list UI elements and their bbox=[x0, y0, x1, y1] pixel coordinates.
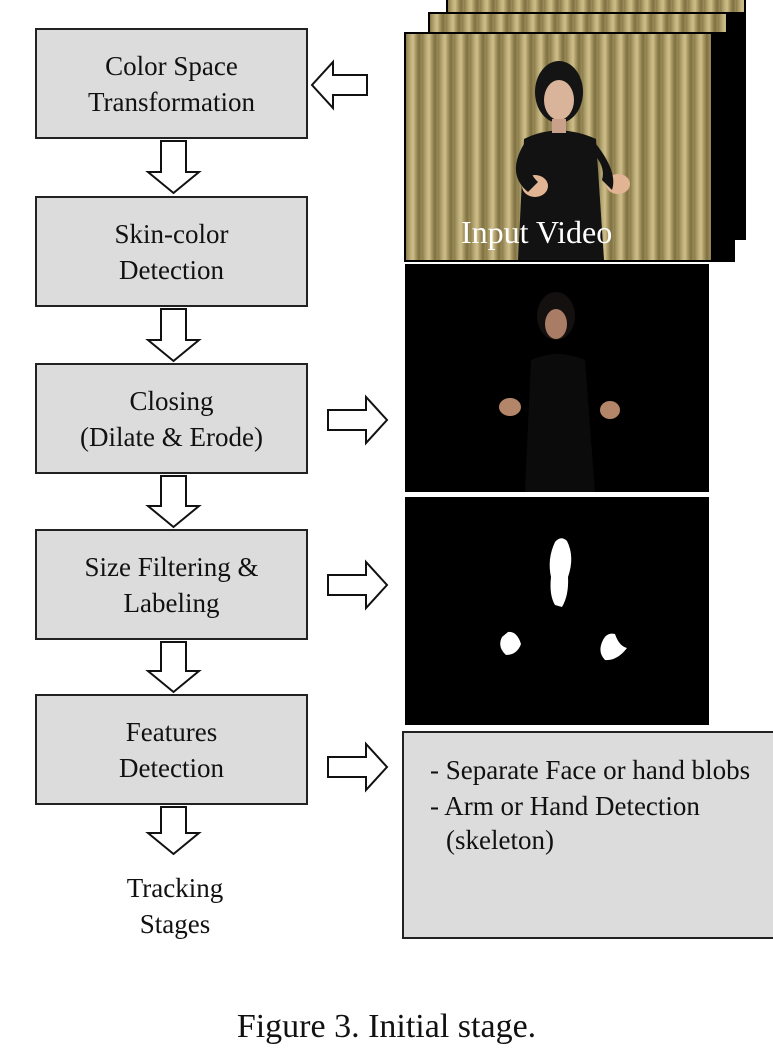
down-arrow-icon bbox=[145, 806, 202, 856]
step-closing: Closing (Dilate & Erode) bbox=[35, 363, 308, 474]
down-arrow-icon bbox=[145, 641, 202, 694]
step-label: Color Space Transformation bbox=[88, 50, 255, 117]
step-label: Closing (Dilate & Erode) bbox=[80, 385, 263, 452]
left-arrow-icon bbox=[310, 59, 368, 111]
skin-color-figure bbox=[499, 292, 620, 492]
note-item: - Arm or Hand Detection (skeleton) bbox=[430, 791, 700, 855]
features-notes-box: - Separate Face or hand blobs - Arm or H… bbox=[402, 731, 773, 939]
blob-image bbox=[405, 497, 709, 725]
down-arrow-icon bbox=[145, 140, 202, 195]
tracking-stages-label: Tracking Stages bbox=[126, 873, 224, 939]
down-arrow-icon bbox=[145, 308, 202, 363]
right-arrow-icon bbox=[327, 394, 389, 446]
step-color-space-transformation: Color Space Transformation bbox=[35, 28, 308, 139]
figure-caption: Figure 3. Initial stage. bbox=[236, 1008, 537, 1045]
right-arrow-icon bbox=[327, 741, 389, 793]
step-label: Size Filtering & Labeling bbox=[84, 551, 259, 618]
note-item: - Separate Face or hand blobs bbox=[430, 755, 751, 785]
step-skin-color-detection: Skin-color Detection bbox=[35, 196, 308, 307]
step-label: Skin-color Detection bbox=[114, 218, 229, 285]
signer-figure bbox=[515, 61, 630, 260]
down-arrow-icon bbox=[145, 475, 202, 529]
step-size-filtering-labeling: Size Filtering & Labeling bbox=[35, 529, 308, 640]
right-arrow-icon bbox=[327, 559, 389, 611]
input-video-label: Input Video bbox=[461, 214, 613, 250]
skin-color-image bbox=[405, 264, 709, 492]
step-label: Features Detection bbox=[119, 716, 224, 783]
input-video-frame: Input Video bbox=[406, 34, 711, 260]
step-features-detection: Features Detection bbox=[35, 694, 308, 805]
blob-figure bbox=[500, 538, 627, 661]
